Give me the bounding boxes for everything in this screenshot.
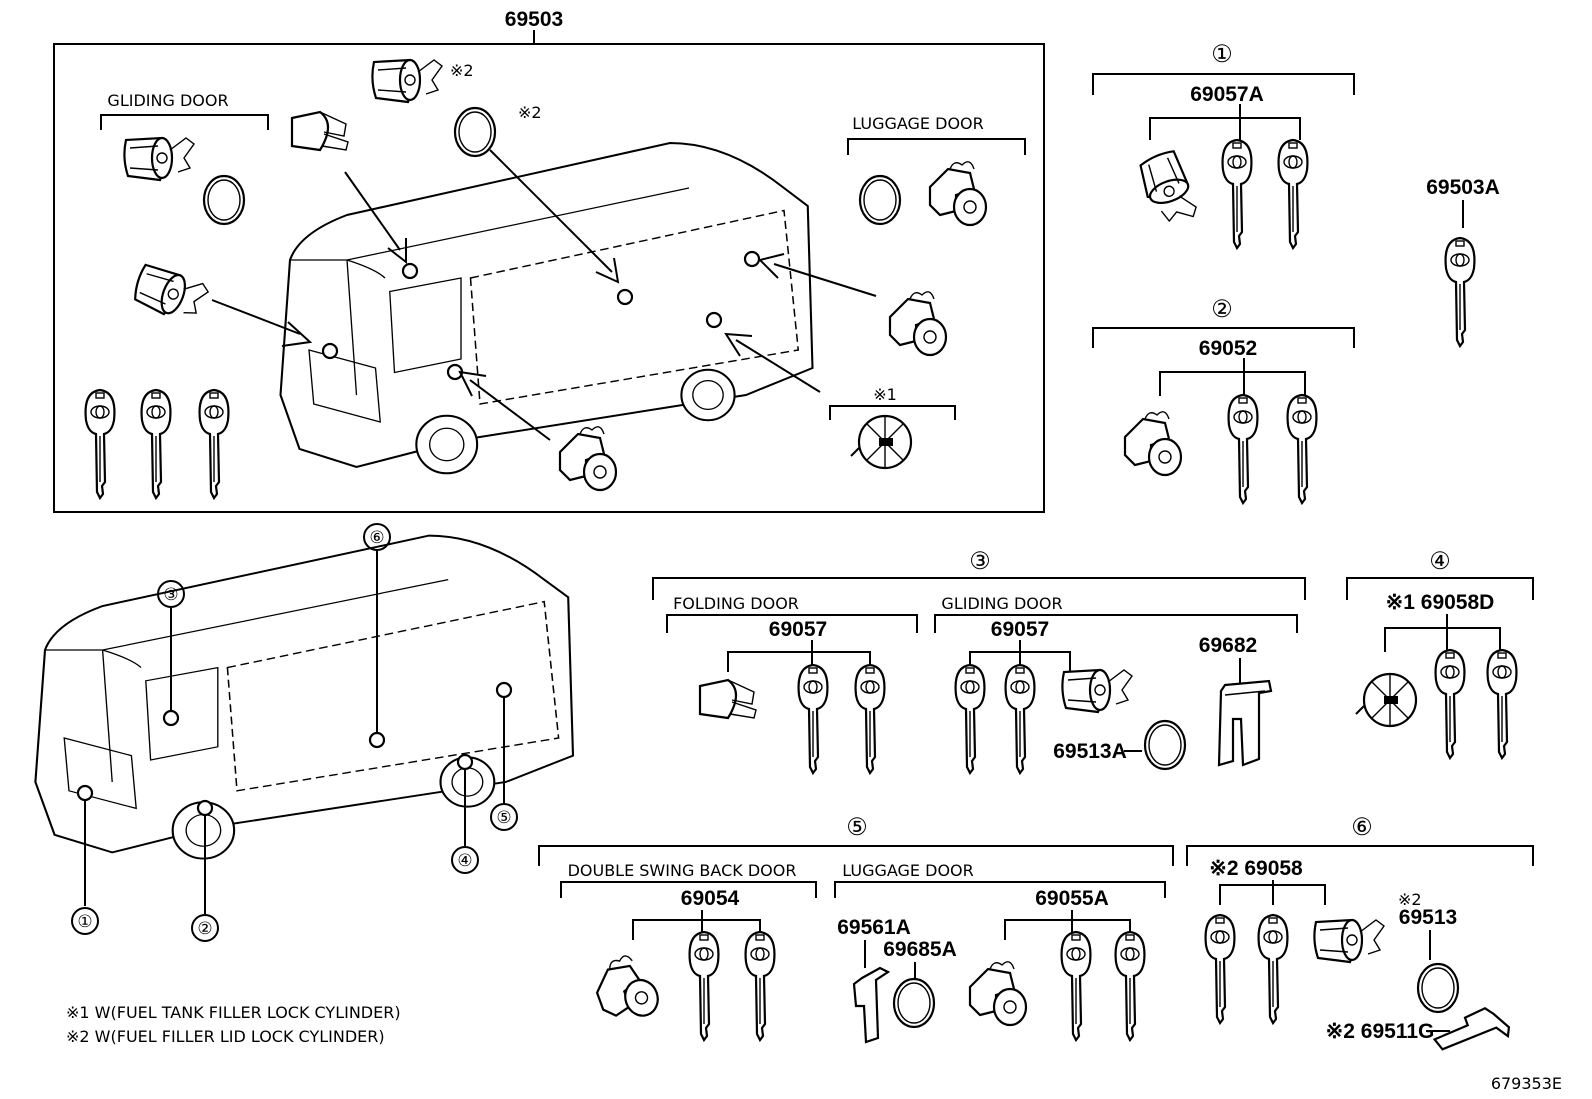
svg-text:※1: ※1 xyxy=(873,385,897,404)
double-swing-door-label: DOUBLE SWING BACK DOOR xyxy=(568,861,797,880)
svg-text:69057: 69057 xyxy=(769,618,827,641)
svg-text:⑤: ⑤ xyxy=(846,814,868,841)
svg-text:※1 69058D: ※1 69058D xyxy=(1386,591,1495,614)
svg-text:⑥: ⑥ xyxy=(369,528,384,547)
svg-text:69685A: 69685A xyxy=(883,938,957,961)
svg-text:69503A: 69503A xyxy=(1426,176,1500,199)
figure-id: 679353E xyxy=(1491,1074,1562,1093)
svg-text:⑥: ⑥ xyxy=(1351,814,1373,841)
svg-text:※2 69058: ※2 69058 xyxy=(1209,857,1303,880)
set-label: 69503 xyxy=(505,8,563,31)
svg-text:※2 69511G: ※2 69511G xyxy=(1326,1020,1435,1043)
svg-text:※2: ※2 xyxy=(450,61,474,80)
svg-text:69055A: 69055A xyxy=(1035,887,1109,910)
svg-text:69057A: 69057A xyxy=(1190,83,1264,106)
svg-text:④: ④ xyxy=(1429,548,1451,575)
note-1: ※1 W(FUEL TANK FILLER LOCK CYLINDER) xyxy=(66,1003,401,1022)
svg-text:LUGGAGE DOOR: LUGGAGE DOOR xyxy=(842,861,974,880)
svg-text:69513: 69513 xyxy=(1399,906,1457,929)
folding-door-label: FOLDING DOOR xyxy=(673,594,799,613)
svg-text:GLIDING DOOR: GLIDING DOOR xyxy=(941,594,1062,613)
svg-text:③: ③ xyxy=(969,548,991,575)
svg-text:69054: 69054 xyxy=(681,887,740,910)
gliding-door-label: GLIDING DOOR xyxy=(107,91,228,110)
set-frame xyxy=(53,43,1045,513)
svg-text:※2: ※2 xyxy=(1398,890,1422,909)
svg-text:69682: 69682 xyxy=(1199,634,1257,657)
svg-text:②: ② xyxy=(197,919,212,938)
svg-text:69513A: 69513A xyxy=(1053,740,1127,763)
svg-text:69057: 69057 xyxy=(991,618,1049,641)
svg-text:※2: ※2 xyxy=(518,103,542,122)
svg-text:①: ① xyxy=(77,912,92,931)
svg-text:②: ② xyxy=(1211,296,1233,323)
svg-text:③: ③ xyxy=(163,585,178,604)
svg-text:④: ④ xyxy=(457,851,472,870)
svg-text:①: ① xyxy=(1211,41,1233,68)
note-2: ※2 W(FUEL FILLER LID LOCK CYLINDER) xyxy=(66,1027,385,1046)
svg-text:69052: 69052 xyxy=(1199,337,1257,360)
arrow-group xyxy=(211,149,877,441)
luggage-door-label: LUGGAGE DOOR xyxy=(852,114,984,133)
svg-text:69561A: 69561A xyxy=(837,916,911,939)
svg-text:⑤: ⑤ xyxy=(496,808,511,827)
